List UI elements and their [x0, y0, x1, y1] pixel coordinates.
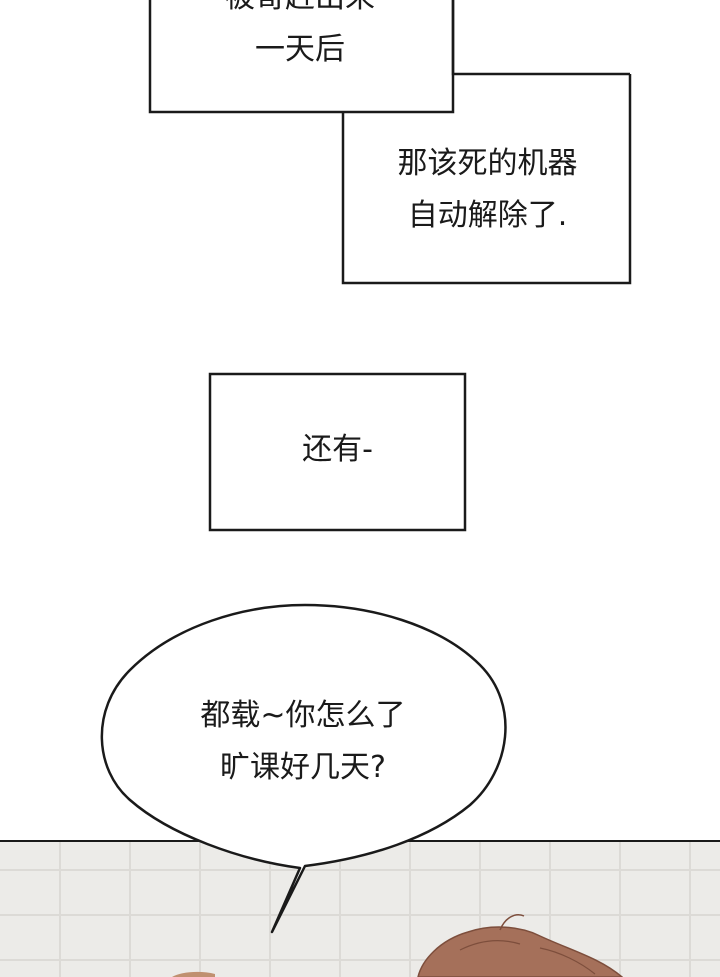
caption-3-line-1: 还有- [302, 432, 373, 467]
caption-2-line-2: 自动解除了. [407, 198, 568, 233]
bubble-line-1: 都载~你怎么了 [200, 698, 406, 733]
caption-1-line-2: 一天后 [255, 32, 345, 67]
classroom-scene [0, 840, 720, 977]
caption-box-2 [341, 74, 632, 285]
bubble-line-2: 旷课好几天? [220, 750, 386, 785]
caption-1-text: 被哥赶出来 一天后 [150, 0, 450, 76]
speech-bubble [100, 603, 507, 934]
caption-2-text: 那该死的机器 自动解除了. [345, 138, 630, 242]
tiled-wall [0, 840, 720, 977]
character-hair [417, 926, 624, 977]
second-character-hair [172, 971, 215, 977]
speech-bubble-text: 都载~你怎么了 旷课好几天? [98, 690, 508, 794]
caption-box-1-step [451, 0, 630, 76]
caption-1-line-1: 被哥赶出来 [150, 0, 450, 24]
scene-illustration [0, 840, 720, 977]
wall-tiles [0, 840, 720, 977]
caption-3-text: 还有- [211, 424, 464, 476]
caption-2-line-1: 那该死的机器 [397, 146, 578, 181]
caption-box-3 [208, 372, 467, 532]
